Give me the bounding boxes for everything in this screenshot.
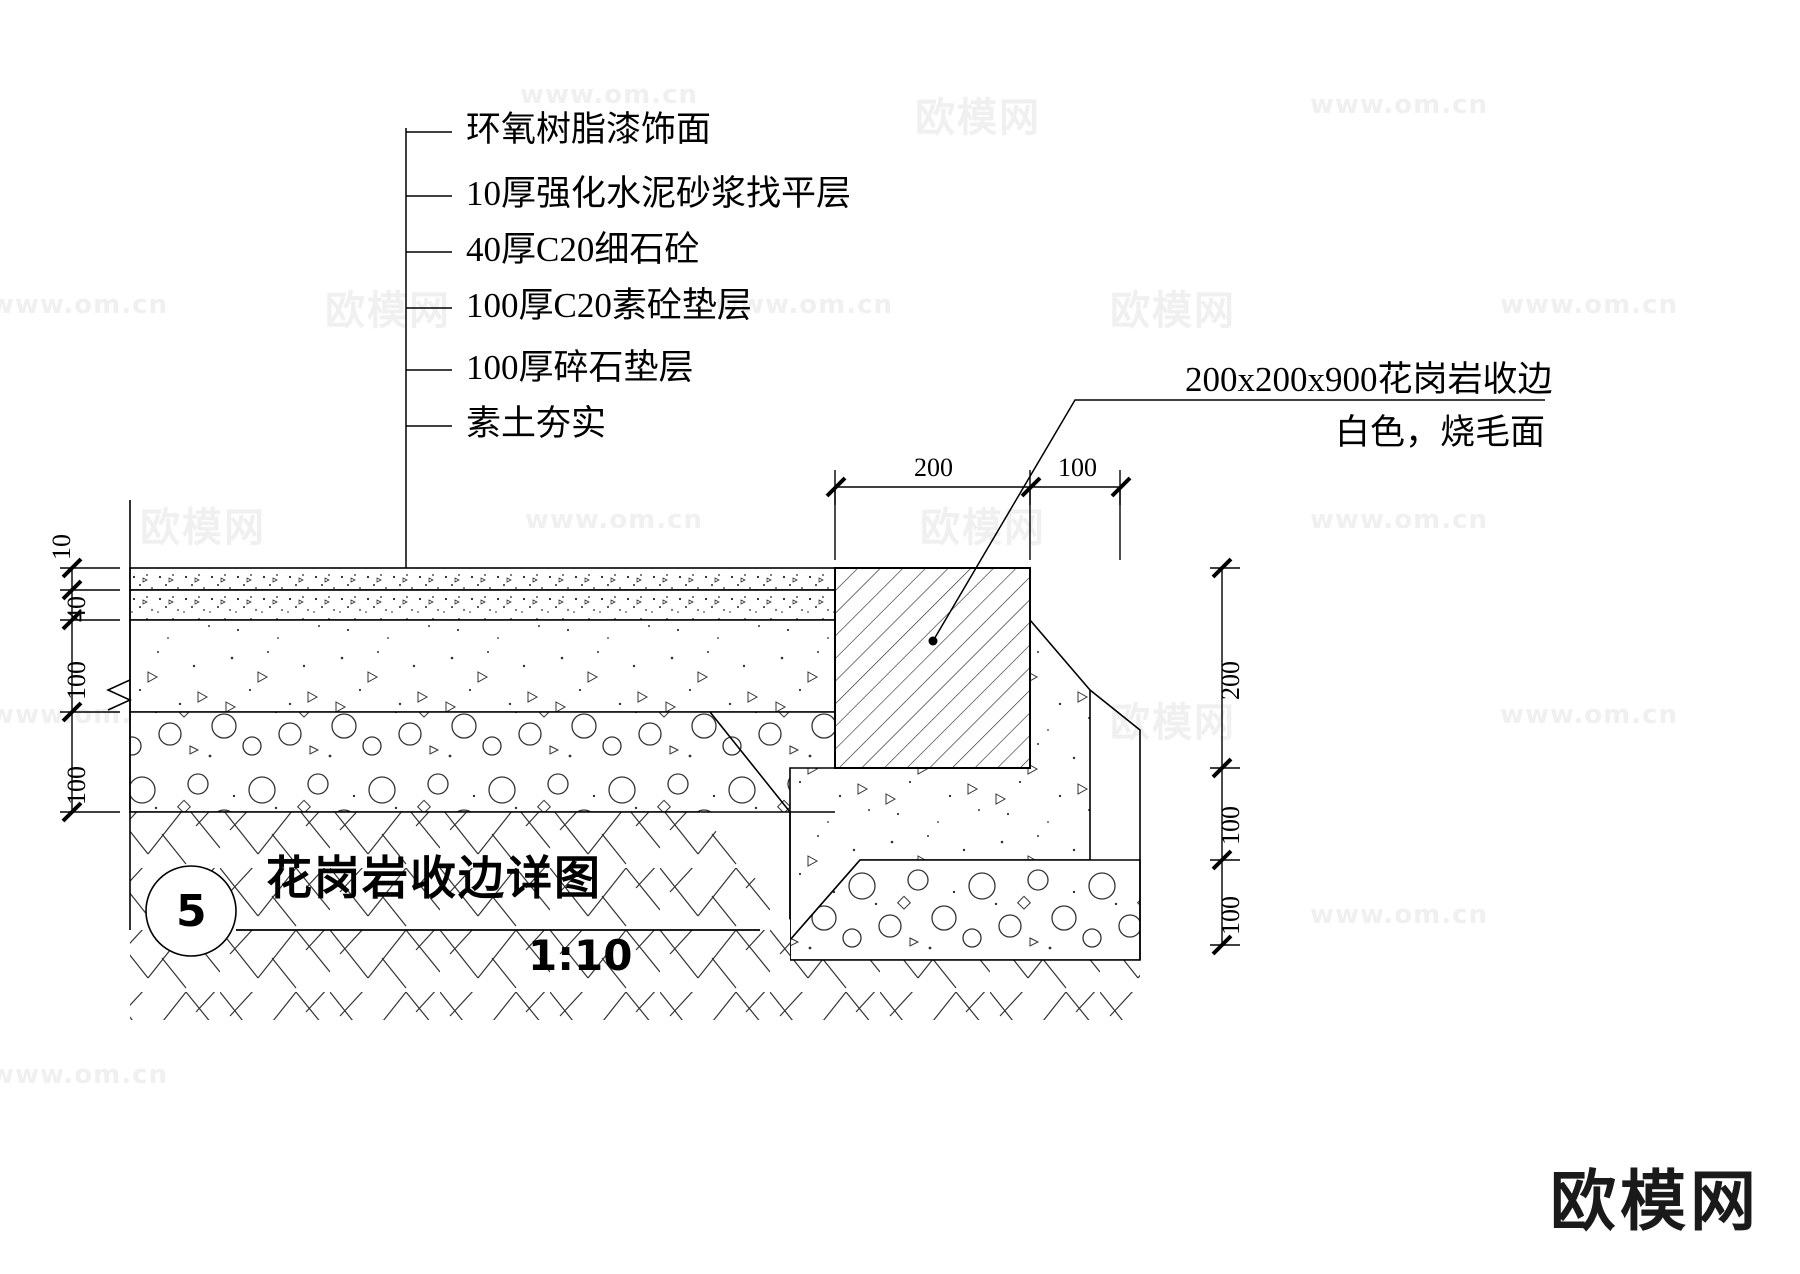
dimension-right-200: 200: [1216, 661, 1245, 700]
layer-note-3: 40厚C20细石砼: [466, 230, 700, 269]
title-block: [145, 865, 760, 957]
dimension-left-100a: 100: [62, 661, 91, 700]
left-dimension-string: [60, 557, 120, 823]
granite-callout-line2: 白色，烧毛面: [1335, 413, 1546, 452]
granite-callout-leader: [932, 399, 1545, 642]
dimension-top-100: 100: [1058, 453, 1097, 482]
right-dimension-string: [1210, 557, 1240, 956]
dimension-right-100a: 100: [1216, 806, 1245, 845]
detail-scale: 1:10: [528, 931, 633, 980]
detail-number: 5: [176, 886, 207, 937]
detail-title: 花岗岩收边详图: [266, 851, 602, 905]
layer-note-2: 10厚强化水泥砂浆找平层: [466, 174, 852, 213]
layer-note-6: 素土夯实: [466, 404, 607, 443]
dimension-left-10: 10: [47, 534, 76, 560]
dimension-right-100b: 100: [1216, 896, 1245, 935]
layer-note-5: 100厚碎石垫层: [466, 348, 694, 387]
dimension-top-200: 200: [914, 453, 953, 482]
dimension-left-40: 40: [62, 596, 91, 622]
granite-callout-line1: 200x200x900花岗岩收边: [1185, 360, 1553, 399]
layer-note-4: 100厚C20素砼垫层: [466, 286, 752, 325]
granite-edge-block: [834, 567, 1031, 769]
top-dimension-string: [825, 470, 1132, 560]
dimension-left-100b: 100: [62, 766, 91, 805]
brand-watermark: 欧模网: [1550, 1163, 1760, 1240]
layer-note-1: 环氧树脂漆饰面: [466, 110, 712, 149]
